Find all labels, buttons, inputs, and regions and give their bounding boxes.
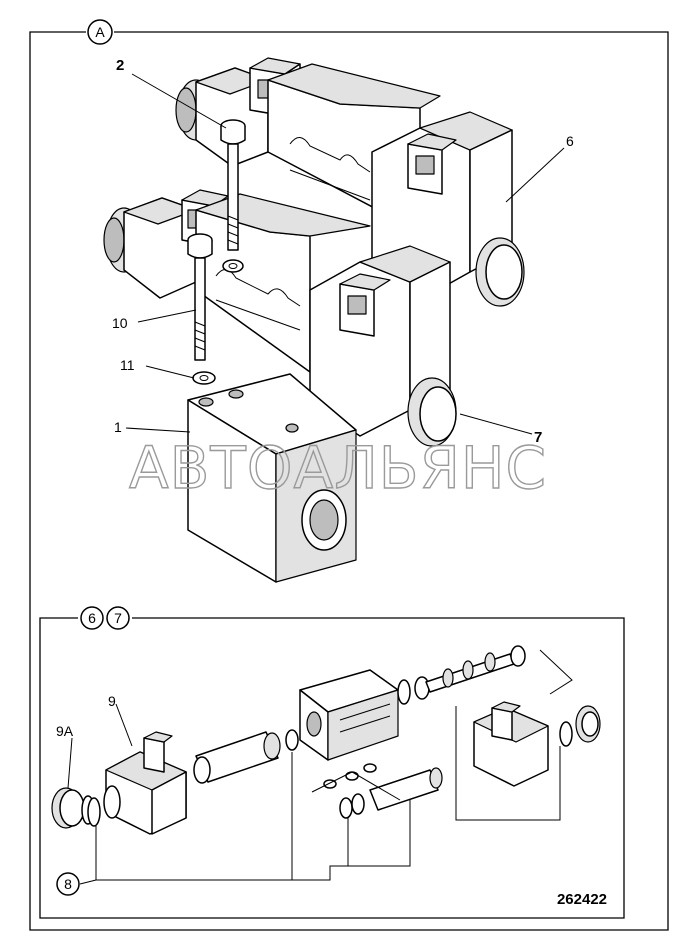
detail-right-coil bbox=[473, 701, 601, 787]
detail-view-markers: 6 7 bbox=[80, 606, 130, 630]
svg-text:8: 8 bbox=[64, 876, 72, 892]
view-a-label: A bbox=[95, 24, 105, 40]
callout-9a: 9A bbox=[56, 723, 74, 789]
main-frame bbox=[29, 31, 669, 931]
spool bbox=[414, 645, 526, 700]
armature-tube bbox=[193, 729, 299, 784]
lower-solenoid-valve bbox=[103, 189, 457, 447]
svg-text:6: 6 bbox=[566, 133, 574, 149]
svg-text:1: 1 bbox=[114, 419, 122, 435]
callout-6: 6 bbox=[505, 133, 574, 203]
callout-1: 1 bbox=[114, 419, 191, 435]
svg-text:11: 11 bbox=[120, 357, 135, 373]
bolt-lower bbox=[187, 233, 213, 361]
svg-text:9: 9 bbox=[108, 693, 116, 709]
detail-guide-lines bbox=[95, 649, 573, 881]
callout-7: 7 bbox=[459, 413, 542, 446]
svg-text:2: 2 bbox=[116, 57, 124, 74]
callout-2: 2 bbox=[116, 57, 227, 129]
seal-kit bbox=[87, 763, 443, 827]
callout-11: 11 bbox=[120, 357, 195, 379]
bolt-upper bbox=[220, 119, 246, 251]
upper-solenoid-valve bbox=[175, 57, 525, 307]
svg-text:7: 7 bbox=[534, 429, 542, 446]
detail-frame bbox=[39, 617, 625, 919]
callout-8: 8 bbox=[56, 872, 97, 896]
detail-valve-block bbox=[299, 669, 411, 761]
manifold-base-block bbox=[187, 373, 357, 583]
svg-text:9A: 9A bbox=[56, 723, 74, 739]
svg-text:10: 10 bbox=[112, 315, 128, 331]
figure-number: 262422 bbox=[557, 891, 607, 908]
watermark: АВТОАЛЬЯНС bbox=[129, 434, 547, 502]
callout-9: 9 bbox=[108, 693, 133, 747]
view-a-marker: A bbox=[87, 19, 113, 45]
washer-lower bbox=[192, 371, 216, 385]
detail-view-6: 6 bbox=[88, 610, 96, 626]
washer-upper bbox=[222, 259, 244, 273]
callout-10: 10 bbox=[112, 309, 197, 331]
detail-view-7: 7 bbox=[114, 610, 122, 626]
coil-9 bbox=[103, 731, 187, 835]
